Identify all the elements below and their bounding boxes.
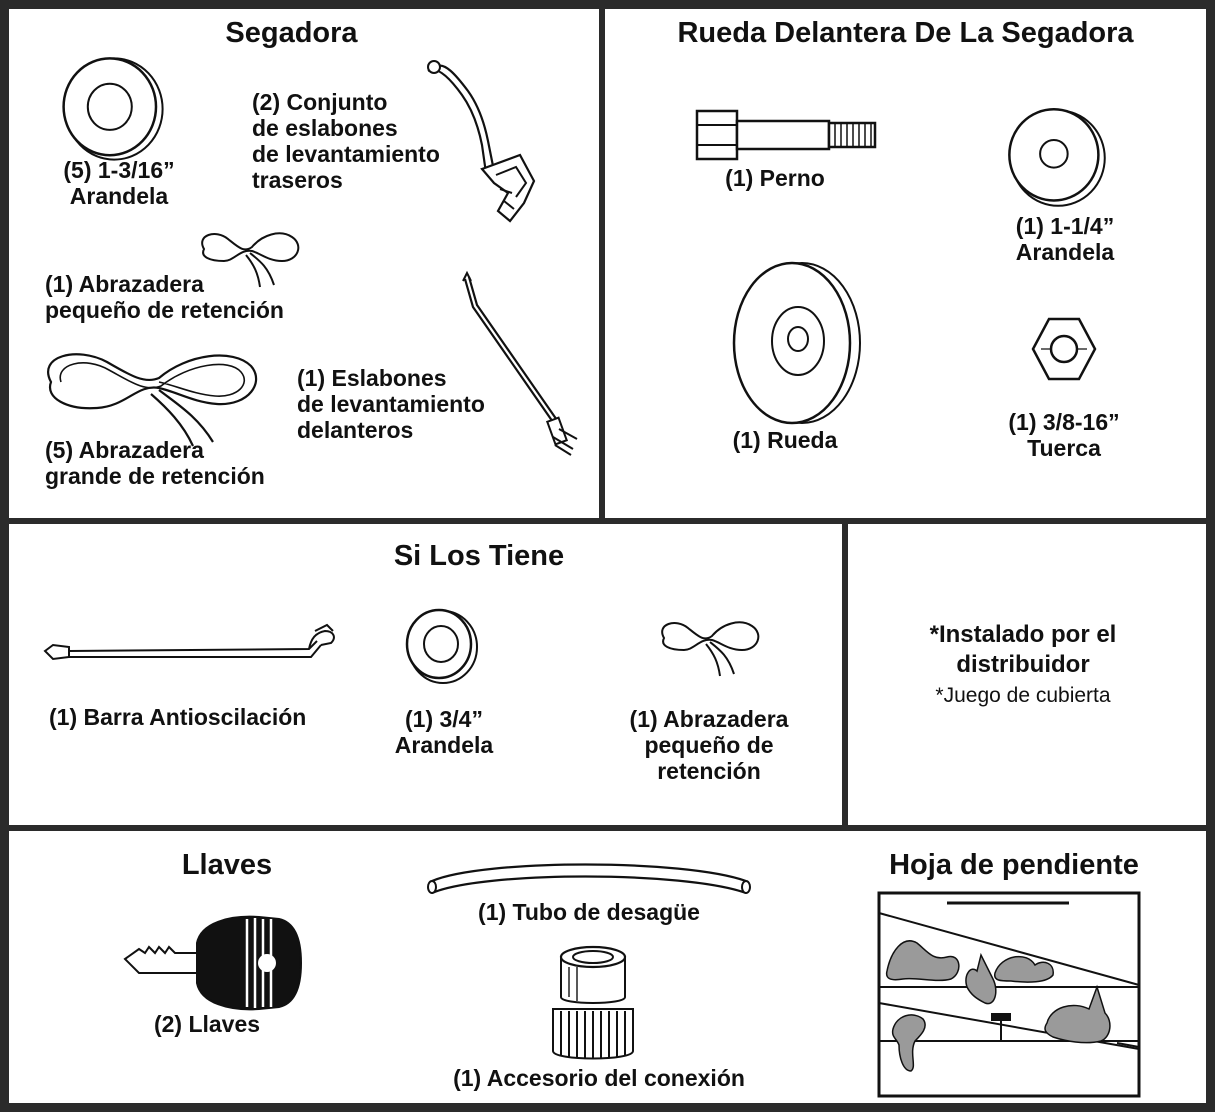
keys-label: (2) Llaves — [153, 1011, 261, 1037]
front-links-label: (1) Eslabones de levantamiento delantero… — [297, 365, 485, 443]
si-los-tiene-panel: Si Los Tiene (1) Barra Antioscilación (1… — [9, 524, 842, 825]
nut-label: (1) 3/8-16” Tuerca — [1008, 409, 1120, 461]
si-clip-label: (1) Abrazadera pequeño de retención — [629, 706, 789, 784]
segadora-title: Segadora — [225, 17, 358, 49]
wheel-icon — [720, 255, 870, 430]
sway-bar-icon — [39, 619, 339, 679]
rueda-delantera-title: Rueda Delantera De La Segadora — [677, 17, 1134, 49]
drain-tube-icon — [424, 851, 754, 901]
si-washer-icon — [401, 606, 481, 686]
slope-sheet-icon — [877, 891, 1142, 1099]
rear-lift-link-icon — [424, 51, 559, 236]
large-retaining-clip-icon — [37, 344, 262, 449]
llaves-title: Llaves — [181, 849, 273, 881]
si-washer-label: (1) 3/4” Arandela — [394, 706, 494, 758]
pendiente-title: Hoja de pendiente — [889, 849, 1139, 881]
distribuidor-panel: *Instalado por el distribuidor *Juego de… — [848, 524, 1206, 825]
si-los-tiene-title: Si Los Tiene — [393, 540, 565, 572]
rueda-washer-label: (1) 1-1/4” Arandela — [1015, 213, 1115, 265]
sway-bar-label: (1) Barra Antioscilación — [49, 704, 307, 730]
si-small-clip-icon — [654, 616, 769, 681]
segadora-washer-label: (5) 1-3/16” Arandela — [63, 157, 175, 209]
drain-tube-label: (1) Tubo de desagüe — [478, 899, 700, 925]
installed-by-dealer-label: *Instalado por el distribuidor — [929, 621, 1117, 678]
bolt-icon — [693, 107, 883, 163]
deck-kit-label: *Juego de cubierta — [935, 684, 1111, 707]
key-icon — [119, 913, 304, 1013]
fitting-icon — [547, 943, 639, 1063]
fitting-label: (1) Accesorio del conexión — [453, 1065, 745, 1091]
bolt-label: (1) Perno — [725, 165, 825, 191]
rear-links-label: (2) Conjunto de eslabones de levantamien… — [252, 89, 440, 193]
rueda-delantera-panel: Rueda Delantera De La Segadora (1) Perno… — [605, 9, 1206, 518]
bottom-panel: Llaves (2) Llaves (1) Tubo de desagüe (1… — [9, 831, 1206, 1103]
segadora-small-clip-label: (1) Abrazadera pequeño de retención — [45, 271, 284, 323]
small-retaining-clip-icon — [194, 227, 309, 292]
segadora-panel: Segadora (5) 1-3/16” Arandela (2) Conjun… — [9, 9, 599, 518]
wheel-label: (1) Rueda — [732, 427, 838, 453]
front-lift-link-icon — [455, 267, 590, 457]
nut-icon — [1029, 315, 1099, 383]
washer-icon — [57, 54, 167, 164]
rueda-washer-icon — [1003, 104, 1109, 210]
segadora-large-clip-label: (5) Abrazadera grande de retención — [45, 437, 265, 489]
